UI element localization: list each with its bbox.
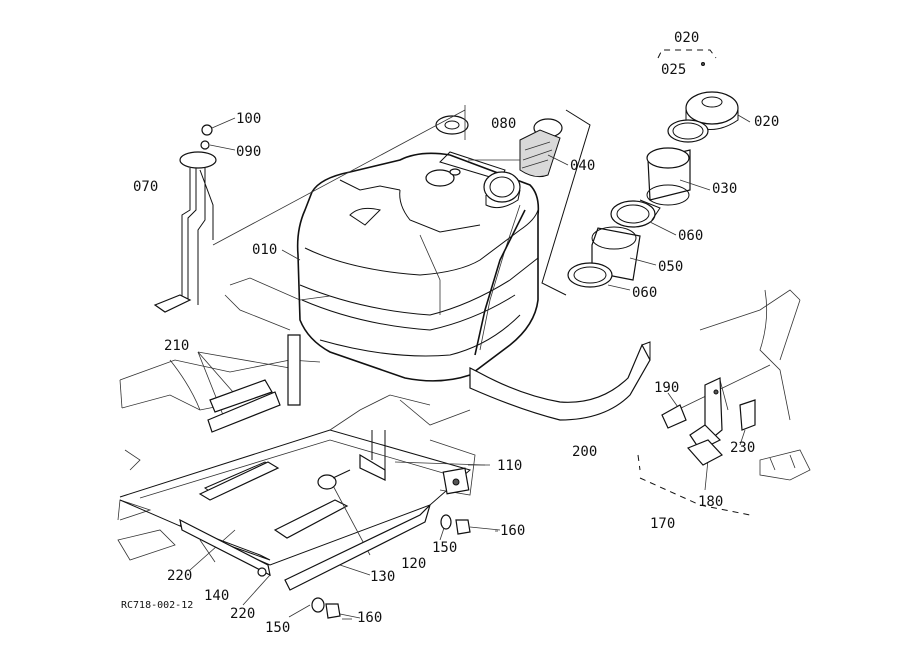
fuel-tank — [296, 151, 540, 382]
label-160-upper: 160 — [500, 523, 525, 539]
side-bracket — [637, 377, 756, 516]
label-210: 210 — [164, 338, 189, 354]
tank-gasket — [435, 105, 469, 140]
label-150-lower: 150 — [265, 620, 290, 636]
label-060-lower: 060 — [632, 285, 657, 301]
label-120: 120 — [401, 556, 426, 572]
label-190: 190 — [654, 380, 679, 396]
label-020-top: 020 — [674, 30, 699, 46]
label-030: 030 — [712, 181, 737, 197]
label-070: 070 — [133, 179, 158, 195]
label-090: 090 — [236, 144, 261, 160]
nuts-washers — [311, 514, 471, 619]
mounting-rails — [179, 504, 431, 591]
figure-code: RC718-002-12 — [121, 600, 193, 611]
label-130: 130 — [370, 569, 395, 585]
label-025: 025 — [661, 62, 686, 78]
label-140: 140 — [204, 588, 229, 604]
tank-brackets — [207, 334, 301, 433]
label-150-upper: 150 — [432, 540, 457, 556]
label-020: 020 — [754, 114, 779, 130]
fuel-strainer — [519, 118, 563, 178]
tank-strap — [469, 341, 651, 421]
floor-plate — [119, 394, 476, 566]
leader-lines — [189, 109, 771, 619]
label-230: 230 — [730, 440, 755, 456]
label-010: 010 — [252, 242, 277, 258]
label-180: 180 — [698, 494, 723, 510]
label-dashes — [342, 464, 498, 620]
filler-cap-assembly — [541, 49, 739, 296]
fuel-sender-unit — [153, 124, 217, 313]
label-200: 200 — [572, 444, 597, 460]
label-080: 080 — [491, 116, 516, 132]
label-110: 110 — [497, 458, 522, 474]
label-160-lower: 160 — [357, 610, 382, 626]
label-170: 170 — [650, 516, 675, 532]
label-100: 100 — [236, 111, 261, 127]
label-050: 050 — [658, 259, 683, 275]
label-220-left: 220 — [167, 568, 192, 584]
part-labels: 020 025 100 090 070 080 040 020 030 060 … — [121, 30, 779, 636]
label-040: 040 — [570, 158, 595, 174]
bolts — [317, 430, 386, 490]
label-220-bottom: 220 — [230, 606, 255, 622]
label-060-upper: 060 — [678, 228, 703, 244]
frame-outline — [117, 277, 811, 561]
